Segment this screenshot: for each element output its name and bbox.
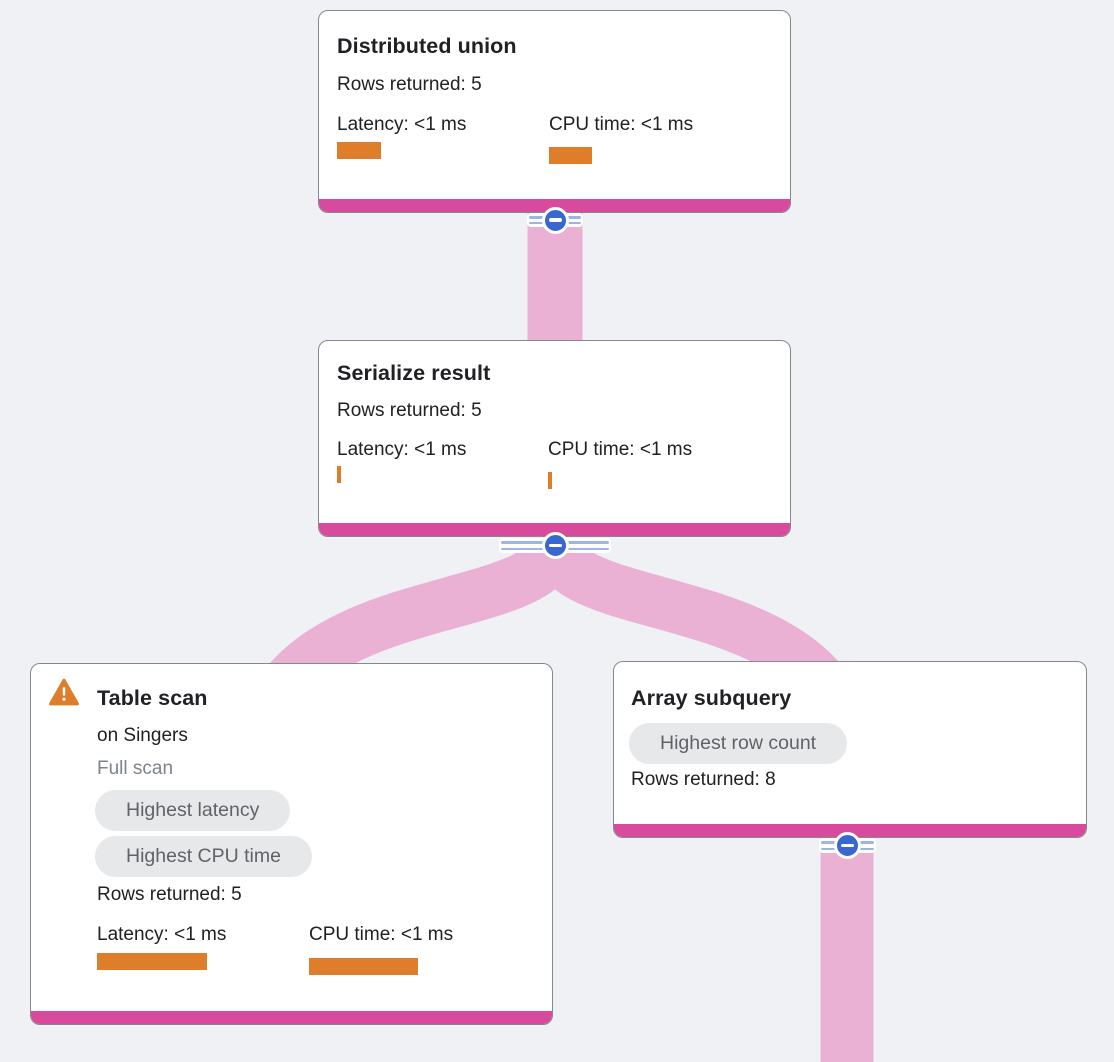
cpu-time-bar [548,472,552,489]
cpu-time-label: CPU time: <1 ms [548,439,693,460]
cpu-time-bar [549,147,592,164]
latency-bar [337,142,381,159]
node-title: Distributed union [337,34,517,58]
latency-bar [97,953,207,970]
plan-node-distributed-union[interactable]: Distributed union Rows returned: 5 Laten… [318,10,791,213]
rows-returned: Rows returned: 5 [337,400,482,421]
collapse-button-serialize-result[interactable] [541,532,569,559]
latency-bar [337,466,341,483]
badge-highest-row-count: Highest row count [629,723,848,764]
warning-icon [49,678,79,706]
minus-icon [548,543,562,548]
rows-returned: Rows returned: 5 [97,884,242,905]
minus-icon [840,843,854,848]
node-accent-bar [319,523,790,536]
latency-label: Latency: <1 ms [337,439,467,460]
node-accent-bar [319,199,790,212]
collapse-button-distributed-union[interactable] [541,206,569,234]
node-accent-bar [31,1011,552,1024]
collapse-button-array-subquery[interactable] [833,832,861,859]
plan-node-table-scan[interactable]: Table scan on Singers Full scan Highest … [30,663,553,1025]
minus-icon [548,218,562,222]
node-accent-bar [614,824,1086,837]
badge-highest-cpu-time: Highest CPU time [95,836,312,877]
latency-label: Latency: <1 ms [337,114,467,135]
latency-label: Latency: <1 ms [97,924,227,945]
node-title: Serialize result [337,361,491,385]
plan-node-array-subquery[interactable]: Array subquery Highest row count Rows re… [613,661,1087,838]
plan-node-serialize-result[interactable]: Serialize result Rows returned: 5 Latenc… [318,340,791,537]
cpu-time-label: CPU time: <1 ms [309,924,454,945]
rows-returned: Rows returned: 5 [337,74,482,95]
cpu-time-label: CPU time: <1 ms [549,114,694,135]
scan-target: on Singers [97,725,188,746]
cpu-time-bar [309,958,418,975]
scan-type: Full scan [97,758,174,779]
badge-highest-latency: Highest latency [95,790,291,831]
rows-returned: Rows returned: 8 [631,769,776,790]
node-title: Table scan [97,686,208,710]
node-title: Array subquery [631,686,792,710]
